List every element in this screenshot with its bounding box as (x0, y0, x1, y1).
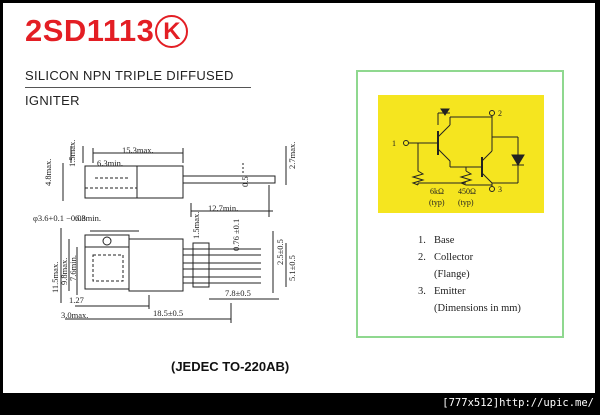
protection-diode (511, 154, 525, 166)
pin-1-name: Base (434, 235, 455, 246)
package-label: (JEDEC TO-220AB) (171, 359, 290, 374)
resistor-1-note: (typ) (429, 198, 445, 207)
dim-base-30: 3.0max. (61, 310, 88, 320)
outline-drawing: 15.3max. 6.3min. 12.7min. 4.8max. 1.5max… (33, 140, 297, 323)
dim-78: 7.8±0.5 (225, 288, 251, 298)
pinout-panel: 1 2 3 6kΩ (typ) 450Ω (typ) 1.Base 2.Coll… (356, 70, 564, 338)
subtitle-divider (25, 87, 251, 88)
part-number: 2SD1113 (25, 13, 155, 48)
dim-lead-pitch: 2.5±0.5 (275, 239, 285, 265)
pin-list-item: 3.Emitter (418, 286, 466, 297)
pin-list-note: (Flange) (434, 269, 470, 280)
circuit-pin-3-label: 3 (498, 185, 502, 194)
dim-lead-span: 5.1±0.5 (287, 255, 297, 281)
resistor-2-value: 450Ω (458, 187, 476, 196)
resistor-1-value: 6kΩ (430, 187, 444, 196)
grade-mark-badge: K (155, 14, 189, 48)
pin-3-terminal (489, 186, 495, 192)
pin-assignment-list: 1.Base 2.Collector (Flange) 3.Emitter (D… (418, 232, 521, 317)
pin-2-terminal (489, 110, 495, 116)
dim-height-98: 9.8max. (59, 258, 69, 285)
pin-3-name: Emitter (434, 286, 466, 297)
zener-diode-icon (440, 108, 450, 116)
dim-side-05: 0.5 (240, 176, 250, 187)
dim-hole-diameter: φ3.6+0.1 −0.08 (33, 213, 86, 223)
side-view-body (136, 165, 184, 199)
side-view-lead (182, 175, 276, 184)
dim-tab-length: 6.3min. (97, 158, 123, 168)
dim-overall-185: 18.5±0.5 (153, 308, 183, 318)
resistor-2-note: (typ) (458, 198, 474, 207)
dim-lead-width: 0.76 ±0.1 (231, 219, 241, 251)
device-type-subtitle: SILICON NPN TRIPLE DIFFUSED (25, 68, 234, 83)
dim-tab-length-front: 6.3min. (75, 213, 101, 223)
circuit-pin-2-label: 2 (498, 109, 502, 118)
dim-height-115: 11.5max. (50, 262, 60, 293)
device-application: IGNITER (25, 93, 80, 108)
image-host-watermark: [777x512]http://upic.me/ (442, 397, 594, 409)
dim-height-76: 7.6min. (68, 255, 78, 281)
pin-1-terminal (403, 140, 409, 146)
dim-lead-length: 12.7min. (208, 203, 238, 213)
front-view-body (128, 238, 184, 292)
mounting-hole (102, 236, 112, 246)
dim-body-length: 15.3max. (122, 145, 154, 155)
dim-pin-127: 1.27 (69, 295, 84, 305)
units-note: (Dimensions in mm) (434, 303, 521, 314)
equivalent-circuit: 1 2 3 6kΩ (typ) 450Ω (typ) (378, 95, 544, 213)
dim-lead-15: 1.5max. (191, 212, 201, 239)
dim-body-thickness: 4.8max. (43, 159, 53, 186)
pin-list-item: 1.Base (418, 235, 455, 246)
dim-side-height: 2.7max. (287, 142, 297, 169)
side-view-flange (84, 165, 138, 199)
dim-flange-thickness: 1.5max. (67, 140, 77, 167)
pin-2-name: Collector (434, 252, 474, 263)
pin-list-item: 2.Collector (418, 252, 474, 263)
circuit-pin-1-label: 1 (392, 139, 396, 148)
